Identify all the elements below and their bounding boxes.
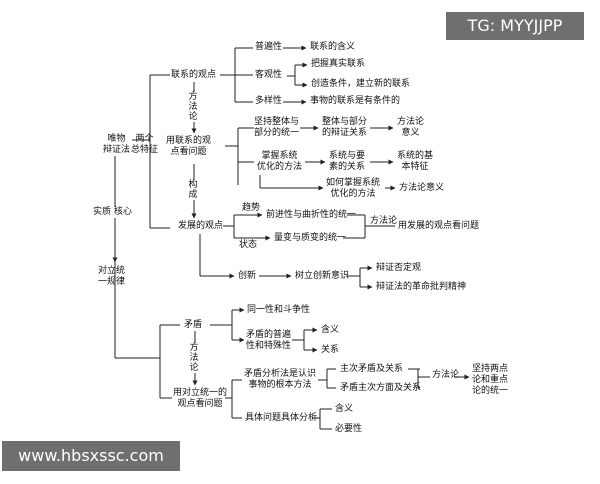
node-use-connection-line2: 点看问题 [170, 147, 207, 157]
node-root-line1: 唯物 [107, 134, 126, 144]
node-state: 状态 [239, 240, 258, 250]
node-dialectical-negation: 辩证否定观 [376, 263, 422, 273]
node-progressive: 前进性与曲折性的统一 [266, 210, 357, 220]
node-use-connection-line1: 用联系的观 [166, 136, 212, 146]
node-system-opt: 掌握系统 优化的方法 [257, 151, 302, 173]
node-dev-view-problem: 用发展的观点看问题 [398, 221, 480, 231]
node-two-points-line3: 论的统一 [472, 386, 509, 396]
node-development-view: 发展的观点 [178, 221, 224, 231]
node-system-elem-line2: 素的关系 [329, 162, 366, 172]
node-relation: 关系 [321, 345, 340, 355]
node-analysis-line1: 矛盾分析法是认识 [244, 369, 317, 379]
node-critical-spirit: 辩证法的革命批判精神 [376, 282, 467, 292]
node-necessity: 必要性 [335, 424, 363, 434]
node-system-opt-line2: 优化的方法 [257, 162, 303, 172]
node-two-points-line1: 坚持两点 [472, 364, 509, 374]
node-methodology-meaning: 方法论 意义 [397, 117, 424, 139]
node-conditional: 事物的联系是有条件的 [310, 96, 401, 106]
node-how-system-line2: 优化的方法 [330, 189, 376, 199]
node-innovation: 创新 [238, 271, 257, 281]
node-whole-part: 坚持整体与 部分的统一 [254, 117, 299, 139]
node-quantity-quality: 量变与质变的统一 [274, 233, 347, 243]
node-how-system-line1: 如何掌握系统 [326, 178, 381, 188]
node-analysis: 矛盾分析法是认识 事物的根本方法 [244, 369, 316, 391]
node-method4: 方法论 [432, 370, 460, 380]
node-univ-particular-line2: 性和特殊性 [246, 341, 292, 351]
node-univ-particular-line1: 矛盾的普遍 [246, 330, 292, 340]
node-grasp-real: 把握真实联系 [311, 59, 366, 69]
node-unity-law: 对立统 一规律 [98, 266, 125, 288]
node-unity-law-line2: 一规律 [98, 277, 126, 287]
node-methodology-meaning2: 方法论意义 [399, 183, 445, 193]
node-connection-meaning: 联系的含义 [310, 42, 356, 52]
node-identity-struggle: 同一性和斗争性 [247, 305, 311, 315]
node-whole-part-rel: 整体与部分 的辩证关系 [322, 117, 367, 139]
node-system-basic-line2: 本特征 [401, 162, 429, 172]
node-use-unity-line1: 用对立统一的 [173, 388, 228, 398]
node-whole-part-rel-line1: 整体与部分 [322, 117, 368, 127]
node-two-points: 坚持两点 论和重点 论的统一 [472, 364, 508, 397]
node-main-aspect: 矛盾主次方面及关系 [340, 383, 422, 393]
node-root-line2: 辩证法 [103, 145, 131, 155]
node-concrete: 具体问题具体分析 [245, 413, 318, 423]
node-root: 唯物 辩证法 [103, 134, 130, 156]
node-use-connection: 用联系的观 点看问题 [166, 136, 211, 158]
node-system-elem-line1: 系统与要 [329, 151, 366, 161]
node-universality: 普遍性 [255, 42, 283, 52]
node-features-line1: 两个 [135, 134, 154, 144]
node-meaning2: 含义 [335, 404, 354, 414]
watermark-top: TG: MYYJJPP [446, 12, 584, 40]
node-innovation-aware: 树立创新意识 [295, 271, 350, 281]
node-method3: 方法论 [189, 343, 199, 373]
node-univ-particular: 矛盾的普遍 性和特殊性 [246, 330, 291, 352]
node-features-line2: 总特征 [131, 145, 159, 155]
node-system-elem: 系统与要 素的关系 [329, 151, 365, 173]
node-meaning: 含义 [321, 325, 340, 335]
node-whole-part-line2: 部分的统一 [254, 128, 300, 138]
node-features: 两个 总特征 [131, 134, 158, 156]
node-create-conditions: 创造条件，建立新的联系 [311, 79, 411, 89]
node-essence-core: 实质 核心 [93, 207, 132, 218]
node-composition: 构成 [188, 180, 198, 200]
node-method1: 方法论 [188, 92, 198, 122]
node-method2: 方法论 [370, 216, 398, 226]
node-whole-part-line1: 坚持整体与 [254, 117, 300, 127]
node-trend: 趋势 [242, 203, 261, 213]
node-system-opt-line1: 掌握系统 [261, 151, 298, 161]
node-system-basic-line1: 系统的基 [397, 151, 434, 161]
node-diversity: 多样性 [255, 96, 283, 106]
node-how-system: 如何掌握系统 优化的方法 [326, 178, 380, 200]
node-methodology-meaning-line2: 意义 [401, 128, 420, 138]
node-whole-part-rel-line2: 的辩证关系 [322, 128, 368, 138]
node-analysis-line2: 事物的根本方法 [248, 380, 312, 390]
node-two-points-line2: 论和重点 [472, 375, 509, 385]
node-objectivity: 客观性 [255, 70, 283, 80]
node-unity-law-line1: 对立统 [98, 266, 126, 276]
node-connection-view: 联系的观点 [171, 70, 217, 80]
watermark-bottom: www.hbsxssc.com [2, 441, 180, 471]
node-contradiction: 矛盾 [184, 320, 203, 330]
node-use-unity: 用对立统一的 观点看问题 [173, 388, 227, 410]
node-use-unity-line2: 观点看问题 [177, 399, 223, 409]
node-main-contra: 主次矛盾及关系 [340, 364, 404, 374]
node-system-basic: 系统的基 本特征 [397, 151, 433, 173]
node-methodology-meaning-line1: 方法论 [397, 117, 425, 127]
